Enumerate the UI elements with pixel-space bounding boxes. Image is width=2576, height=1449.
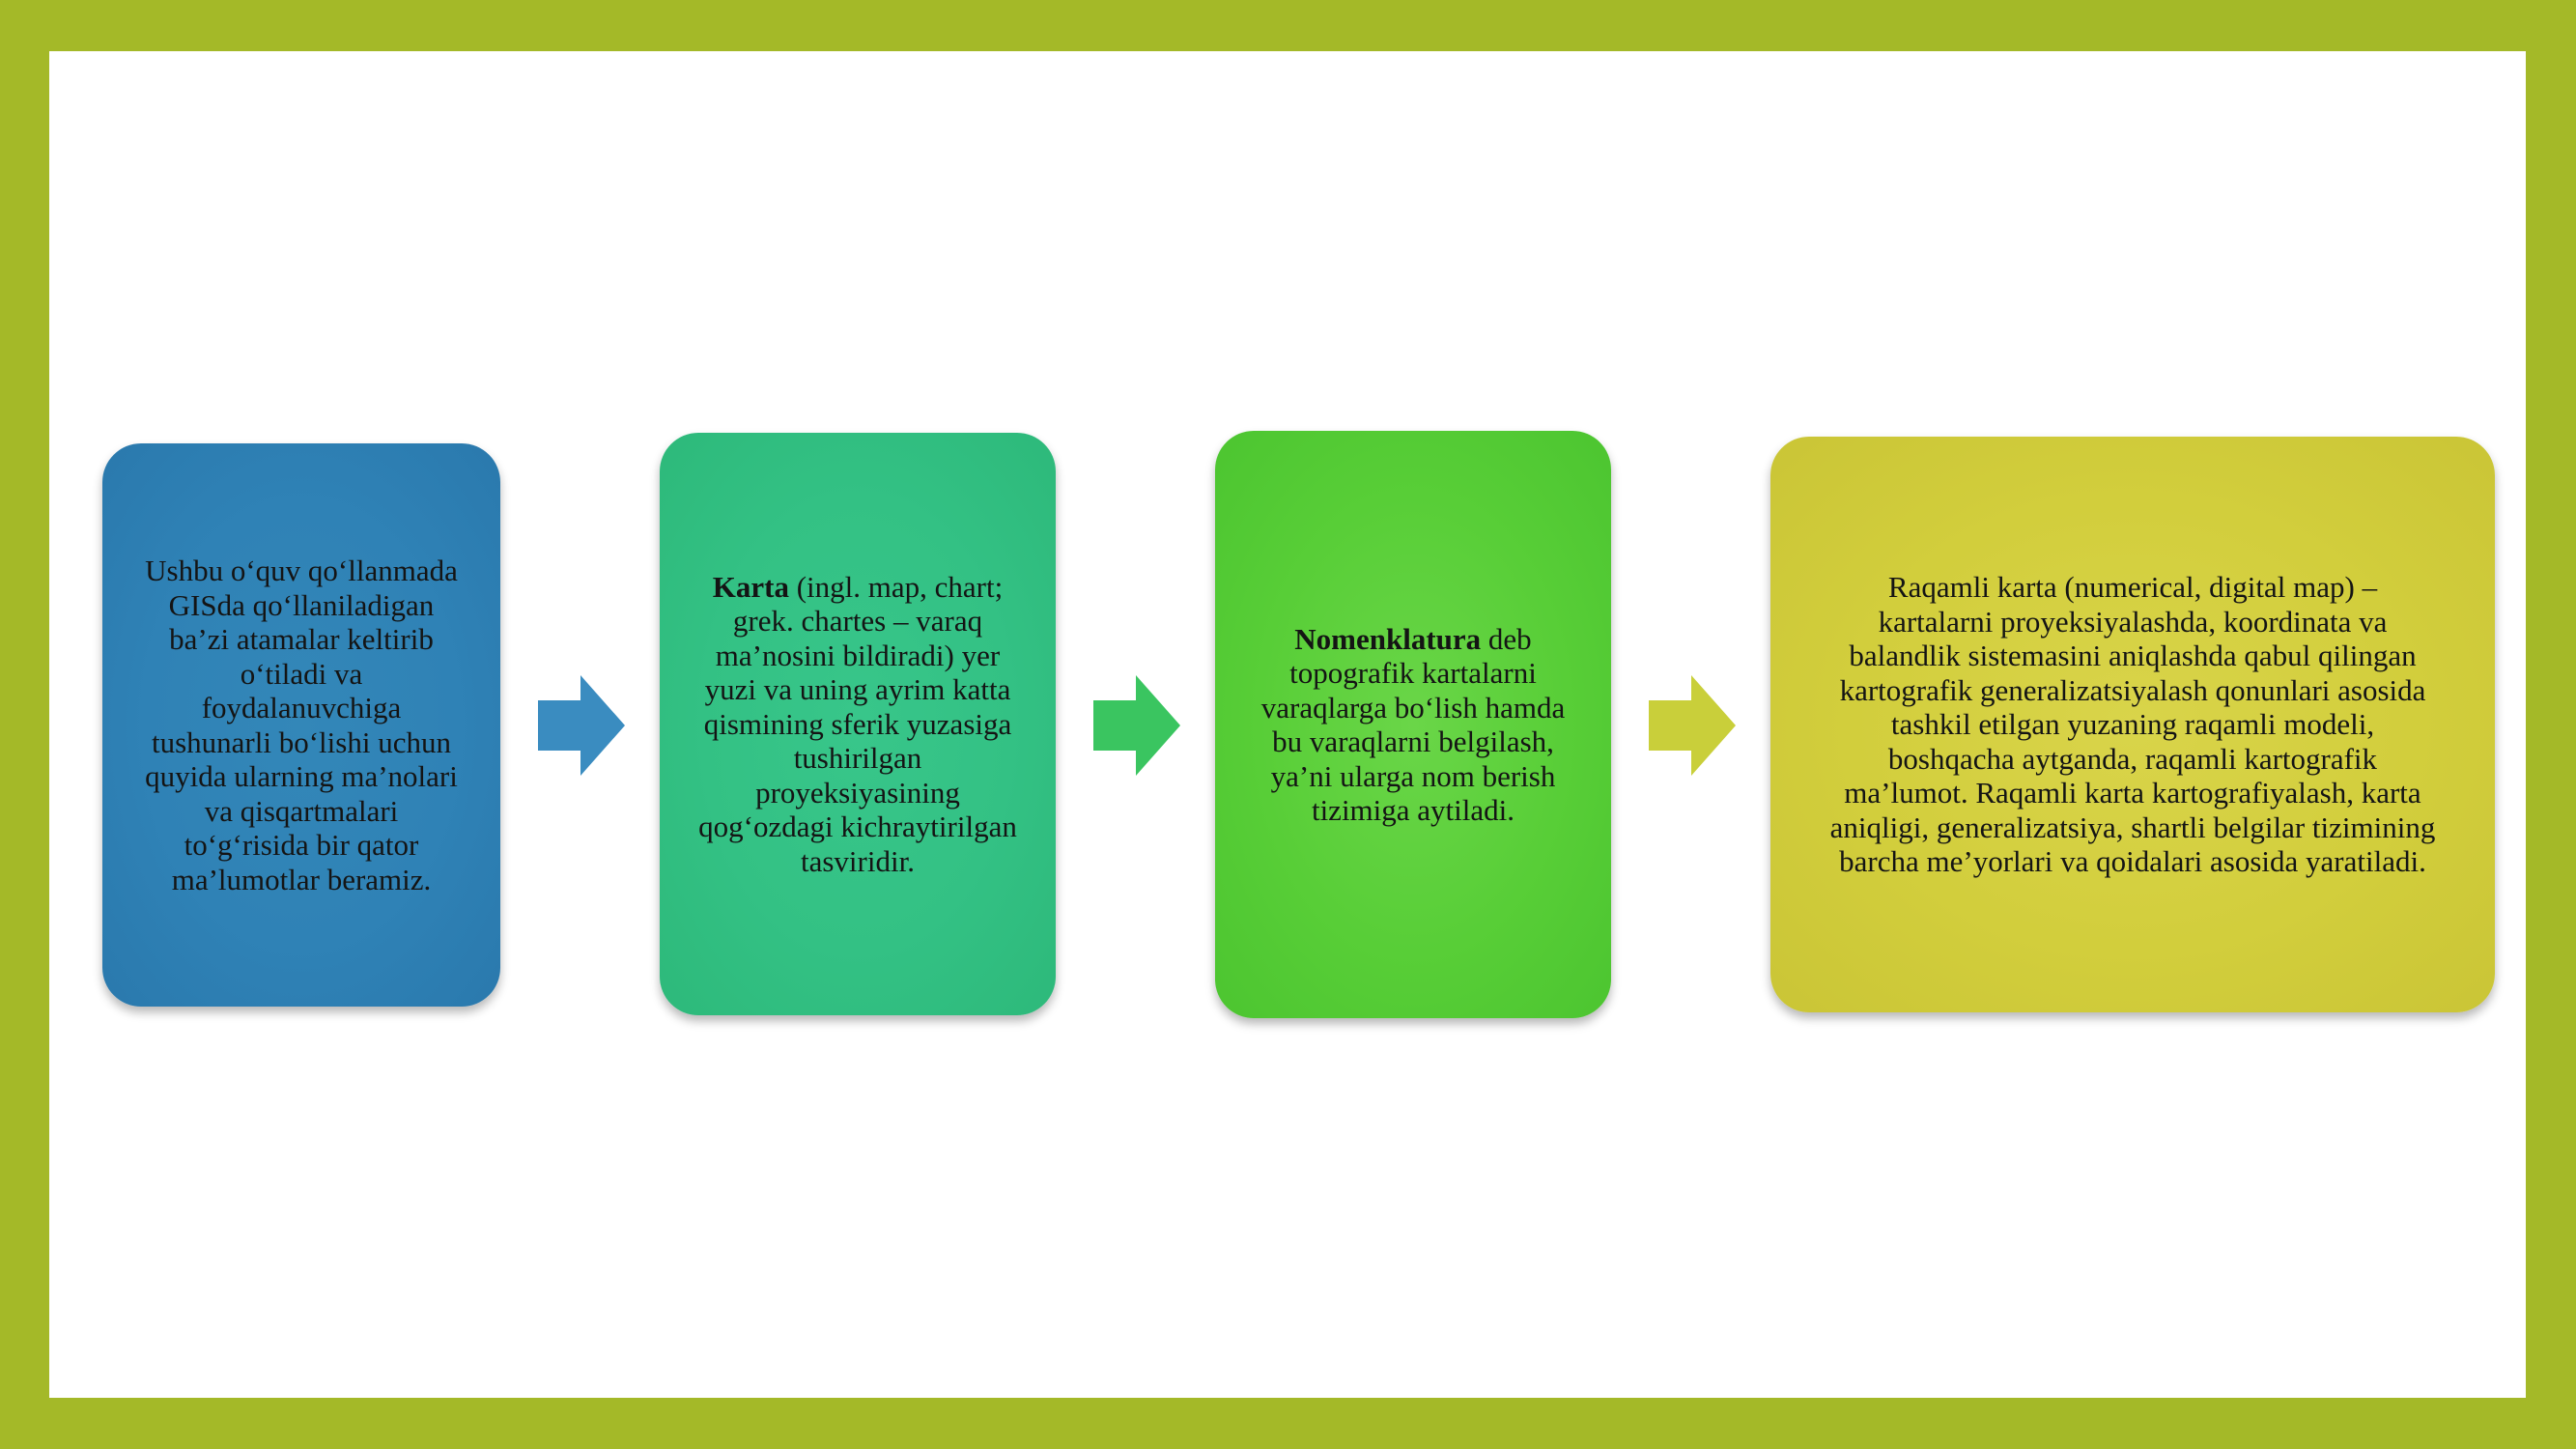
step-3-box: Nomenklatura deb topografik kartalarni v… [1215, 431, 1611, 1018]
step-1-text: Ushbu o‘quv qo‘llanmada GISda qo‘llanila… [145, 554, 458, 896]
arrow-right-icon [1093, 675, 1180, 776]
step-2-term: Karta [712, 569, 789, 604]
step-3-definition: deb topografik kartalarni varaqlarga bo‘… [1260, 621, 1566, 828]
step-3-text: Nomenklatura deb topografik kartalarni v… [1261, 622, 1565, 828]
step-2-definition: (ingl. map, chart; grek. chartes – varaq… [698, 569, 1017, 878]
step-2-box: Karta (ingl. map, chart; grek. chartes –… [660, 433, 1056, 1015]
step-4-box: Raqamli karta (numerical, digital map) –… [1770, 437, 2495, 1012]
step-1-box: Ushbu o‘quv qo‘llanmada GISda qo‘llanila… [102, 443, 500, 1007]
step-4-text: Raqamli karta (numerical, digital map) –… [1829, 570, 2436, 879]
step-3-term: Nomenklatura [1294, 621, 1482, 656]
arrow-right-icon [538, 675, 625, 776]
arrow-right-icon [1649, 675, 1736, 776]
step-2-text: Karta (ingl. map, chart; grek. chartes –… [698, 570, 1017, 879]
